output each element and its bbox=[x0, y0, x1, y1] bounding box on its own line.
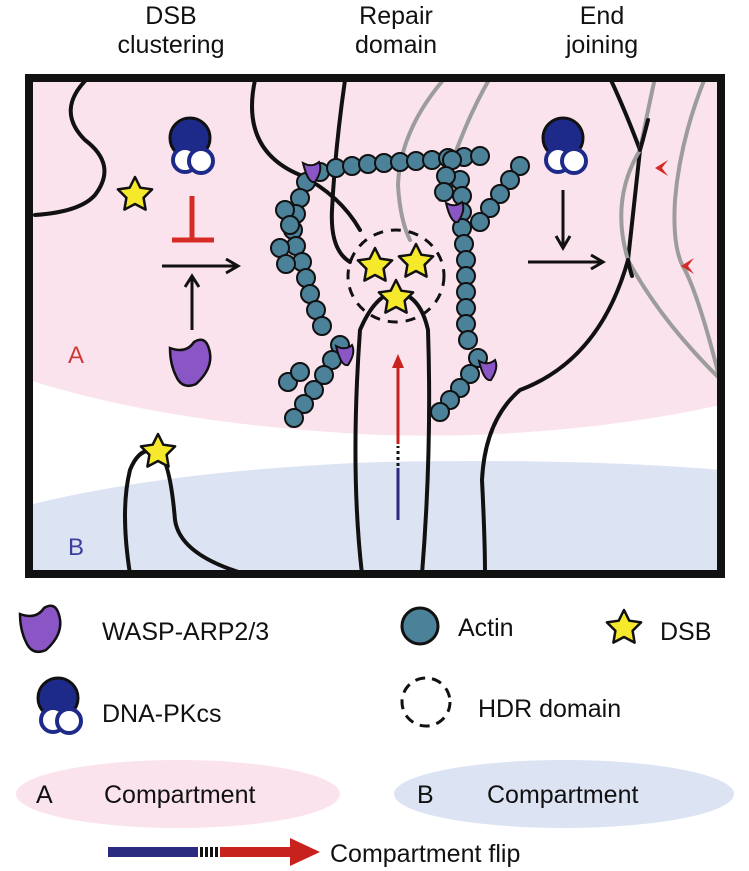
panel-border bbox=[25, 74, 725, 578]
chromatin-gray bbox=[395, 78, 721, 382]
legend-hdr-icon bbox=[400, 676, 452, 728]
legend-compartment-a-label: Compartment bbox=[104, 781, 255, 809]
header-repair-domain-line2: domain bbox=[355, 31, 437, 59]
legend-compartment-b-letter: B bbox=[417, 781, 434, 809]
hdr-domain-circle bbox=[346, 228, 446, 324]
legend-compartment-b-label: Compartment bbox=[487, 781, 638, 809]
legend-dnapkcs-label: DNA-PKcs bbox=[102, 700, 221, 728]
legend-dsb-icon bbox=[605, 608, 643, 644]
header-repair-domain: Repair domain bbox=[355, 2, 437, 59]
header-end-joining-line2: joining bbox=[565, 31, 638, 59]
dsb-end-markers bbox=[655, 160, 694, 274]
nucleus-panel: A B bbox=[29, 78, 721, 574]
legend-actin-label: Actin bbox=[458, 614, 514, 642]
legend-wasp-label: WASP-ARP2/3 bbox=[102, 618, 269, 646]
header-repair-domain-line1: Repair bbox=[359, 2, 433, 30]
compartment-flip-arrow bbox=[392, 354, 404, 520]
header-end-joining-line1: End bbox=[580, 2, 624, 30]
legend: WASP-ARP2/3 Actin DSB DNA-PKcs HDR domai… bbox=[16, 604, 734, 868]
process-arrows bbox=[162, 190, 606, 330]
legend-compartment-a-swatch bbox=[16, 760, 340, 828]
inhibition-mark bbox=[172, 196, 214, 243]
legend-actin-icon bbox=[400, 606, 440, 646]
legend-wasp-icon bbox=[18, 604, 62, 654]
legend-flip-label: Compartment flip bbox=[330, 840, 520, 868]
compartment-a-label: A bbox=[68, 342, 84, 369]
header-dsb-clustering: DSB clustering bbox=[118, 2, 225, 59]
header-dsb-clustering-line2: clustering bbox=[118, 31, 225, 59]
legend-compartment-a-letter: A bbox=[36, 781, 53, 809]
legend-dsb-label: DSB bbox=[660, 618, 711, 646]
legend-dnapkcs-icon bbox=[36, 676, 83, 735]
legend-compartment-b-swatch bbox=[394, 760, 734, 828]
legend-flip-icon bbox=[108, 838, 320, 866]
header-end-joining: End joining bbox=[565, 2, 638, 59]
header-dsb-clustering-line1: DSB bbox=[145, 2, 196, 30]
legend-hdr-label: HDR domain bbox=[478, 695, 621, 723]
dnapkcs-clustering bbox=[168, 116, 215, 175]
compartment-b-label: B bbox=[68, 534, 84, 561]
compartment-b-region bbox=[29, 461, 721, 574]
dnapkcs-joining bbox=[541, 116, 588, 175]
